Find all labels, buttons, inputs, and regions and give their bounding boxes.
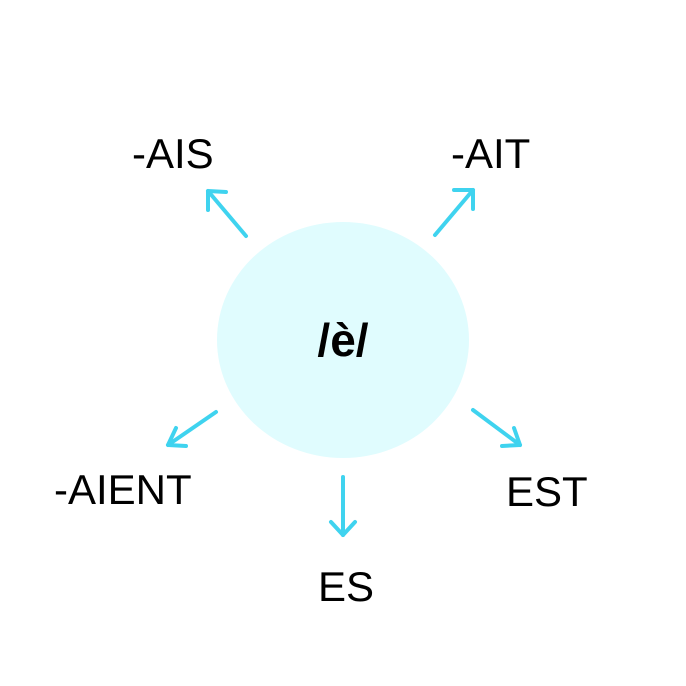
arrow-to-aient bbox=[166, 410, 218, 448]
arrow-to-ais bbox=[206, 189, 248, 238]
ending-ait-label: -AIT bbox=[451, 130, 531, 177]
ending-est-label: EST bbox=[506, 468, 588, 515]
center-circle bbox=[217, 222, 469, 458]
ending-es-label: ES bbox=[318, 563, 375, 610]
arrow-to-est bbox=[471, 408, 522, 448]
center-sound-label: /è/ bbox=[317, 314, 369, 366]
arrow-to-es bbox=[329, 475, 357, 537]
ending-aient-label: -AIENT bbox=[54, 466, 192, 513]
ending-ais-label: -AIS bbox=[132, 130, 214, 177]
arrow-to-ait bbox=[433, 188, 475, 237]
